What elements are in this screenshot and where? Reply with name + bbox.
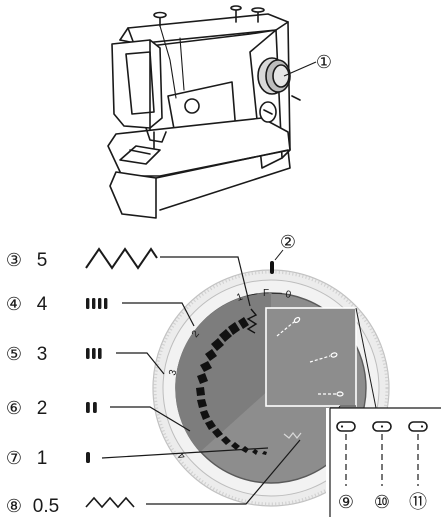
dial-small-wave [283, 432, 302, 439]
dial-zigzag-mark [246, 308, 258, 334]
window-leader-top [355, 307, 377, 409]
callout-leader-1 [283, 61, 317, 77]
row-3-value: 3 [37, 344, 48, 365]
row-0-5-marker: ⑧ [6, 496, 22, 517]
dial-shade [175, 292, 271, 452]
needle-position-window [265, 307, 357, 407]
dial-mark-2: 2 [190, 328, 202, 340]
row-2-value: 2 [37, 398, 48, 419]
row-4-leader [122, 302, 195, 327]
row-1-leader [101, 447, 269, 459]
row-1-marker: ⑦ [6, 448, 22, 469]
row-2: ⑥ 2 [6, 398, 191, 432]
row-4-stitch-symbol [86, 298, 108, 309]
dial-pointer [270, 261, 274, 274]
row-4-value: 4 [37, 294, 48, 315]
dial-mark-0: 0 [284, 289, 292, 301]
row-1-value: 1 [37, 448, 48, 469]
row-1: ⑦ 1 [6, 447, 269, 469]
row-3-marker: ⑤ [6, 344, 22, 365]
needle-position-center: ⑩ [372, 421, 392, 513]
dial-mark-4: 4 [176, 449, 188, 461]
row-5-value: 5 [37, 250, 48, 271]
row-4: ④ 4 [6, 294, 195, 327]
callout-2-label: ② [280, 232, 296, 253]
dial-mark-f: F [263, 288, 269, 299]
row-0-5-value: 0.5 [33, 496, 59, 517]
row-0-5-stitch-symbol [85, 496, 135, 509]
dial-marker-band [196, 317, 267, 455]
dial-mark-dash-1: — [247, 288, 259, 301]
dial-knurl [153, 270, 389, 506]
needle-position-left: ⑨ [336, 421, 356, 513]
row-3-leader [116, 352, 165, 375]
row-5-marker: ③ [6, 250, 22, 271]
row-2-stitch-symbol [86, 402, 97, 413]
row-5: ③ 5 [6, 247, 251, 307]
needle-position-right: ⑪ [408, 421, 428, 513]
row-3: ⑤ 3 [6, 344, 165, 375]
dial-mark-3: 3 [167, 368, 179, 377]
dial-mark-1: 1 [235, 291, 244, 303]
row-2-marker: ⑥ [6, 398, 22, 419]
row-5-stitch-symbol [85, 247, 158, 270]
callout-11-label: ⑪ [409, 492, 427, 513]
dial-mark-dash-2: — [272, 288, 282, 299]
row-3-stitch-symbol [86, 348, 102, 359]
row-0-5-leader [146, 439, 301, 505]
callout-10-label: ⑩ [374, 492, 390, 513]
callout-9-label: ⑨ [338, 492, 354, 513]
callout-1-label: ① [316, 52, 332, 73]
row-4-marker: ④ [6, 294, 22, 315]
row-5-leader [160, 256, 251, 307]
row-0-5: ⑧ 0.5 [6, 439, 301, 517]
row-2-leader [110, 406, 191, 432]
row-1-stitch-symbol [86, 452, 90, 463]
callout-leader-2 [274, 249, 284, 261]
sewing-machine-illustration [107, 5, 301, 219]
needle-position-marks [276, 316, 344, 397]
